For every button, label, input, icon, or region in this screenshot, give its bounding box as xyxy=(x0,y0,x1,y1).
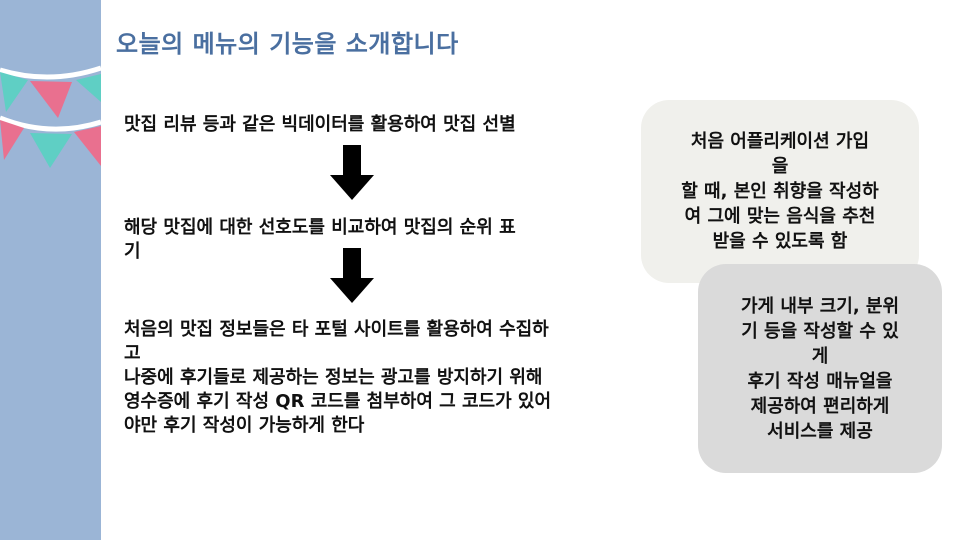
slide-title: 오늘의 메뉴의 기능을 소개합니다 xyxy=(116,30,459,58)
flag-pink xyxy=(30,81,72,118)
bunting-decoration xyxy=(0,65,101,168)
bubble-text: 처음 어플리케이션 가입 을 할 때, 본인 취향을 작성하 여 그에 맞는 음… xyxy=(681,131,879,252)
flag-teal xyxy=(0,72,28,112)
info-bubble-signup: 처음 어플리케이션 가입 을 할 때, 본인 취향을 작성하 여 그에 맞는 음… xyxy=(641,100,919,283)
down-arrow-icon xyxy=(330,145,374,200)
flag-teal xyxy=(76,74,101,102)
step-text-1: 맛집 리뷰 등과 같은 빅데이터를 활용하여 맛집 선별 xyxy=(124,114,516,135)
info-bubble-review: 가게 내부 크기, 분위 기 등을 작성할 수 있 게 후기 작성 매뉴얼을 제… xyxy=(698,264,942,473)
step-text-3: 처음의 맛집 정보들은 타 포털 사이트를 활용하여 수집하 고 나중에 후기들… xyxy=(124,319,552,436)
bubble-text: 가게 내부 크기, 분위 기 등을 작성할 수 있 게 후기 작성 매뉴얼을 제… xyxy=(740,295,900,442)
down-arrow-icon xyxy=(330,248,374,303)
step-text-2: 해당 맛집에 대한 선호도를 비교하여 맛집의 순위 표 기 xyxy=(124,217,516,262)
flag-pink xyxy=(74,126,101,166)
flag-teal xyxy=(30,133,72,168)
flag-pink xyxy=(0,120,24,160)
